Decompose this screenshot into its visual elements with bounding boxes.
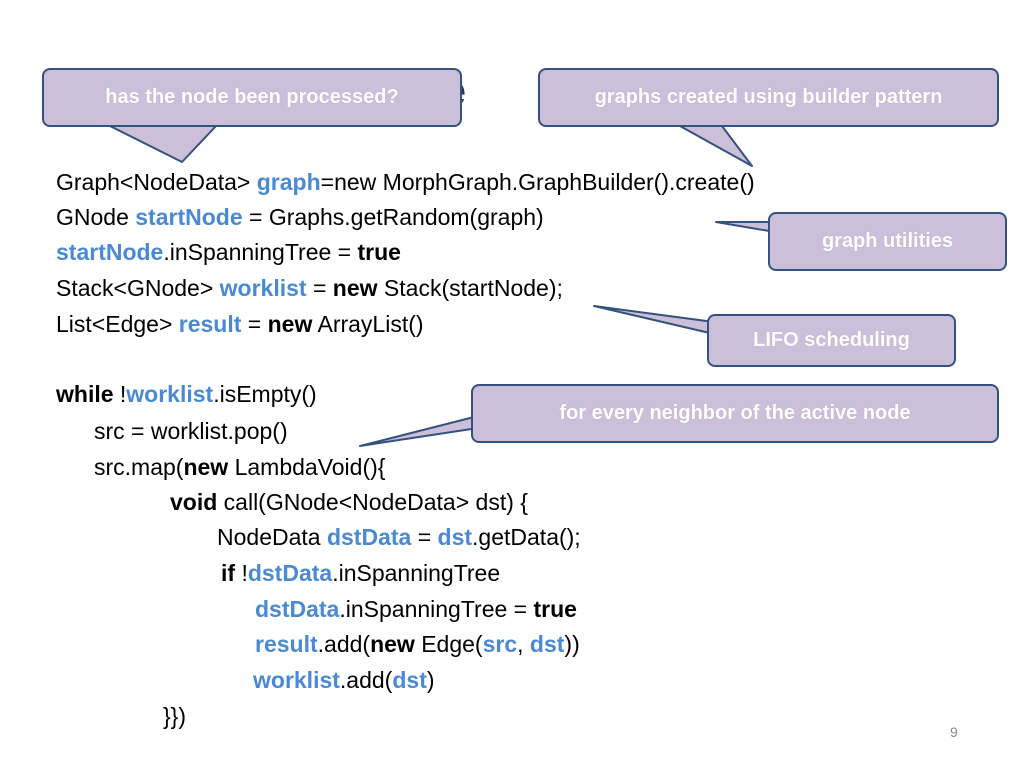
code-line-2: GNode startNode = Graphs.getRandom(graph… bbox=[56, 202, 544, 232]
code-text: = bbox=[411, 524, 438, 550]
code-text: Graph<NodeData> bbox=[56, 169, 257, 195]
code-text: }}) bbox=[163, 703, 187, 729]
code-text: .add( bbox=[317, 631, 371, 657]
code-variable: worklist bbox=[219, 275, 307, 301]
code-variable: dst bbox=[392, 667, 427, 693]
code-text: .inSpanningTree = bbox=[163, 239, 358, 265]
code-text: call(GNode<NodeData> dst) { bbox=[217, 489, 528, 515]
code-text: .inSpanningTree = bbox=[339, 596, 534, 622]
code-variable: graph bbox=[256, 169, 321, 195]
code-text: = bbox=[306, 275, 333, 301]
code-text: = Graphs.getRandom(graph) bbox=[242, 204, 544, 230]
code-line-7: src = worklist.pop() bbox=[94, 416, 288, 446]
code-text: ! bbox=[235, 560, 248, 586]
code-variable: result bbox=[178, 311, 242, 337]
callout-builder: graphs created using builder pattern bbox=[538, 68, 999, 127]
code-line-6: while !worklist.isEmpty() bbox=[56, 379, 317, 409]
code-text: =new MorphGraph.GraphBuilder().create() bbox=[320, 169, 755, 195]
code-variable: dst bbox=[529, 631, 565, 657]
code-line-12: dstData.inSpanningTree = true bbox=[255, 594, 577, 624]
code-variable: dstData bbox=[326, 524, 412, 550]
callout-tail-builder bbox=[679, 125, 753, 167]
code-keyword: void bbox=[170, 489, 218, 515]
code-variable: dstData bbox=[247, 560, 333, 586]
code-keyword: new bbox=[332, 275, 378, 301]
code-line-10: NodeData dstData = dst.getData(); bbox=[217, 522, 581, 552]
code-text: )) bbox=[564, 631, 580, 657]
code-text: .add( bbox=[339, 667, 393, 693]
code-text: List<Edge> bbox=[56, 311, 179, 337]
code-variable: worklist bbox=[253, 667, 340, 693]
code-text: src.map( bbox=[94, 454, 184, 480]
code-text: ArrayList() bbox=[312, 311, 424, 337]
code-variable: worklist bbox=[126, 381, 214, 407]
callout-utilities: graph utilities bbox=[768, 212, 1007, 271]
callout-tail-neighbor bbox=[359, 415, 479, 447]
code-text: Stack<GNode> bbox=[56, 275, 220, 301]
code-line-11: if !dstData.inSpanningTree bbox=[221, 558, 500, 588]
code-text: NodeData bbox=[217, 524, 327, 550]
code-variable: startNode bbox=[56, 239, 164, 265]
code-keyword: if bbox=[221, 560, 236, 586]
callout-tail-processed bbox=[109, 125, 217, 163]
code-text: Stack(startNode); bbox=[377, 275, 563, 301]
code-keyword: true bbox=[357, 239, 401, 265]
callout-neighbor: for every neighbor of the active node bbox=[471, 384, 999, 443]
code-text: = bbox=[241, 311, 268, 337]
code-text: Edge( bbox=[414, 631, 483, 657]
callout-lifo: LIFO scheduling bbox=[707, 314, 956, 367]
code-line-8: src.map(new LambdaVoid(){ bbox=[94, 452, 385, 482]
code-line-13: result.add(new Edge(src, dst)) bbox=[255, 629, 580, 659]
code-text: ) bbox=[426, 667, 435, 693]
code-variable: startNode bbox=[135, 204, 243, 230]
code-line-1: Graph<NodeData> graph=new MorphGraph.Gra… bbox=[56, 167, 755, 197]
callout-tail-utilities bbox=[715, 221, 776, 233]
code-line-15: }}) bbox=[163, 701, 186, 731]
code-text: ! bbox=[113, 381, 127, 407]
code-keyword: new bbox=[267, 311, 313, 337]
code-line-14: worklist.add(dst) bbox=[253, 665, 435, 695]
callout-processed: has the node been processed? bbox=[42, 68, 462, 127]
code-keyword: true bbox=[533, 596, 577, 622]
code-line-5: List<Edge> result = new ArrayList() bbox=[56, 309, 424, 339]
code-variable: result bbox=[255, 631, 318, 657]
code-text: .getData(); bbox=[472, 524, 581, 550]
code-keyword: new bbox=[183, 454, 229, 480]
code-line-4: Stack<GNode> worklist = new Stack(startN… bbox=[56, 273, 563, 303]
slide-number: 9 bbox=[950, 724, 958, 740]
code-variable: dstData bbox=[255, 596, 340, 622]
code-keyword: new bbox=[370, 631, 415, 657]
code-line-9: void call(GNode<NodeData> dst) { bbox=[170, 487, 528, 517]
code-text: .isEmpty() bbox=[213, 381, 317, 407]
code-keyword: while bbox=[56, 381, 114, 407]
callout-tail-lifo bbox=[593, 305, 715, 335]
code-line-3: startNode.inSpanningTree = true bbox=[56, 237, 401, 267]
code-text: GNode bbox=[56, 204, 136, 230]
code-text: .inSpanningTree bbox=[332, 560, 501, 586]
code-text: , bbox=[517, 631, 530, 657]
code-variable: dst bbox=[437, 524, 473, 550]
code-variable: src bbox=[482, 631, 518, 657]
code-text: LambdaVoid(){ bbox=[228, 454, 386, 480]
code-text: src = worklist.pop() bbox=[94, 418, 288, 444]
